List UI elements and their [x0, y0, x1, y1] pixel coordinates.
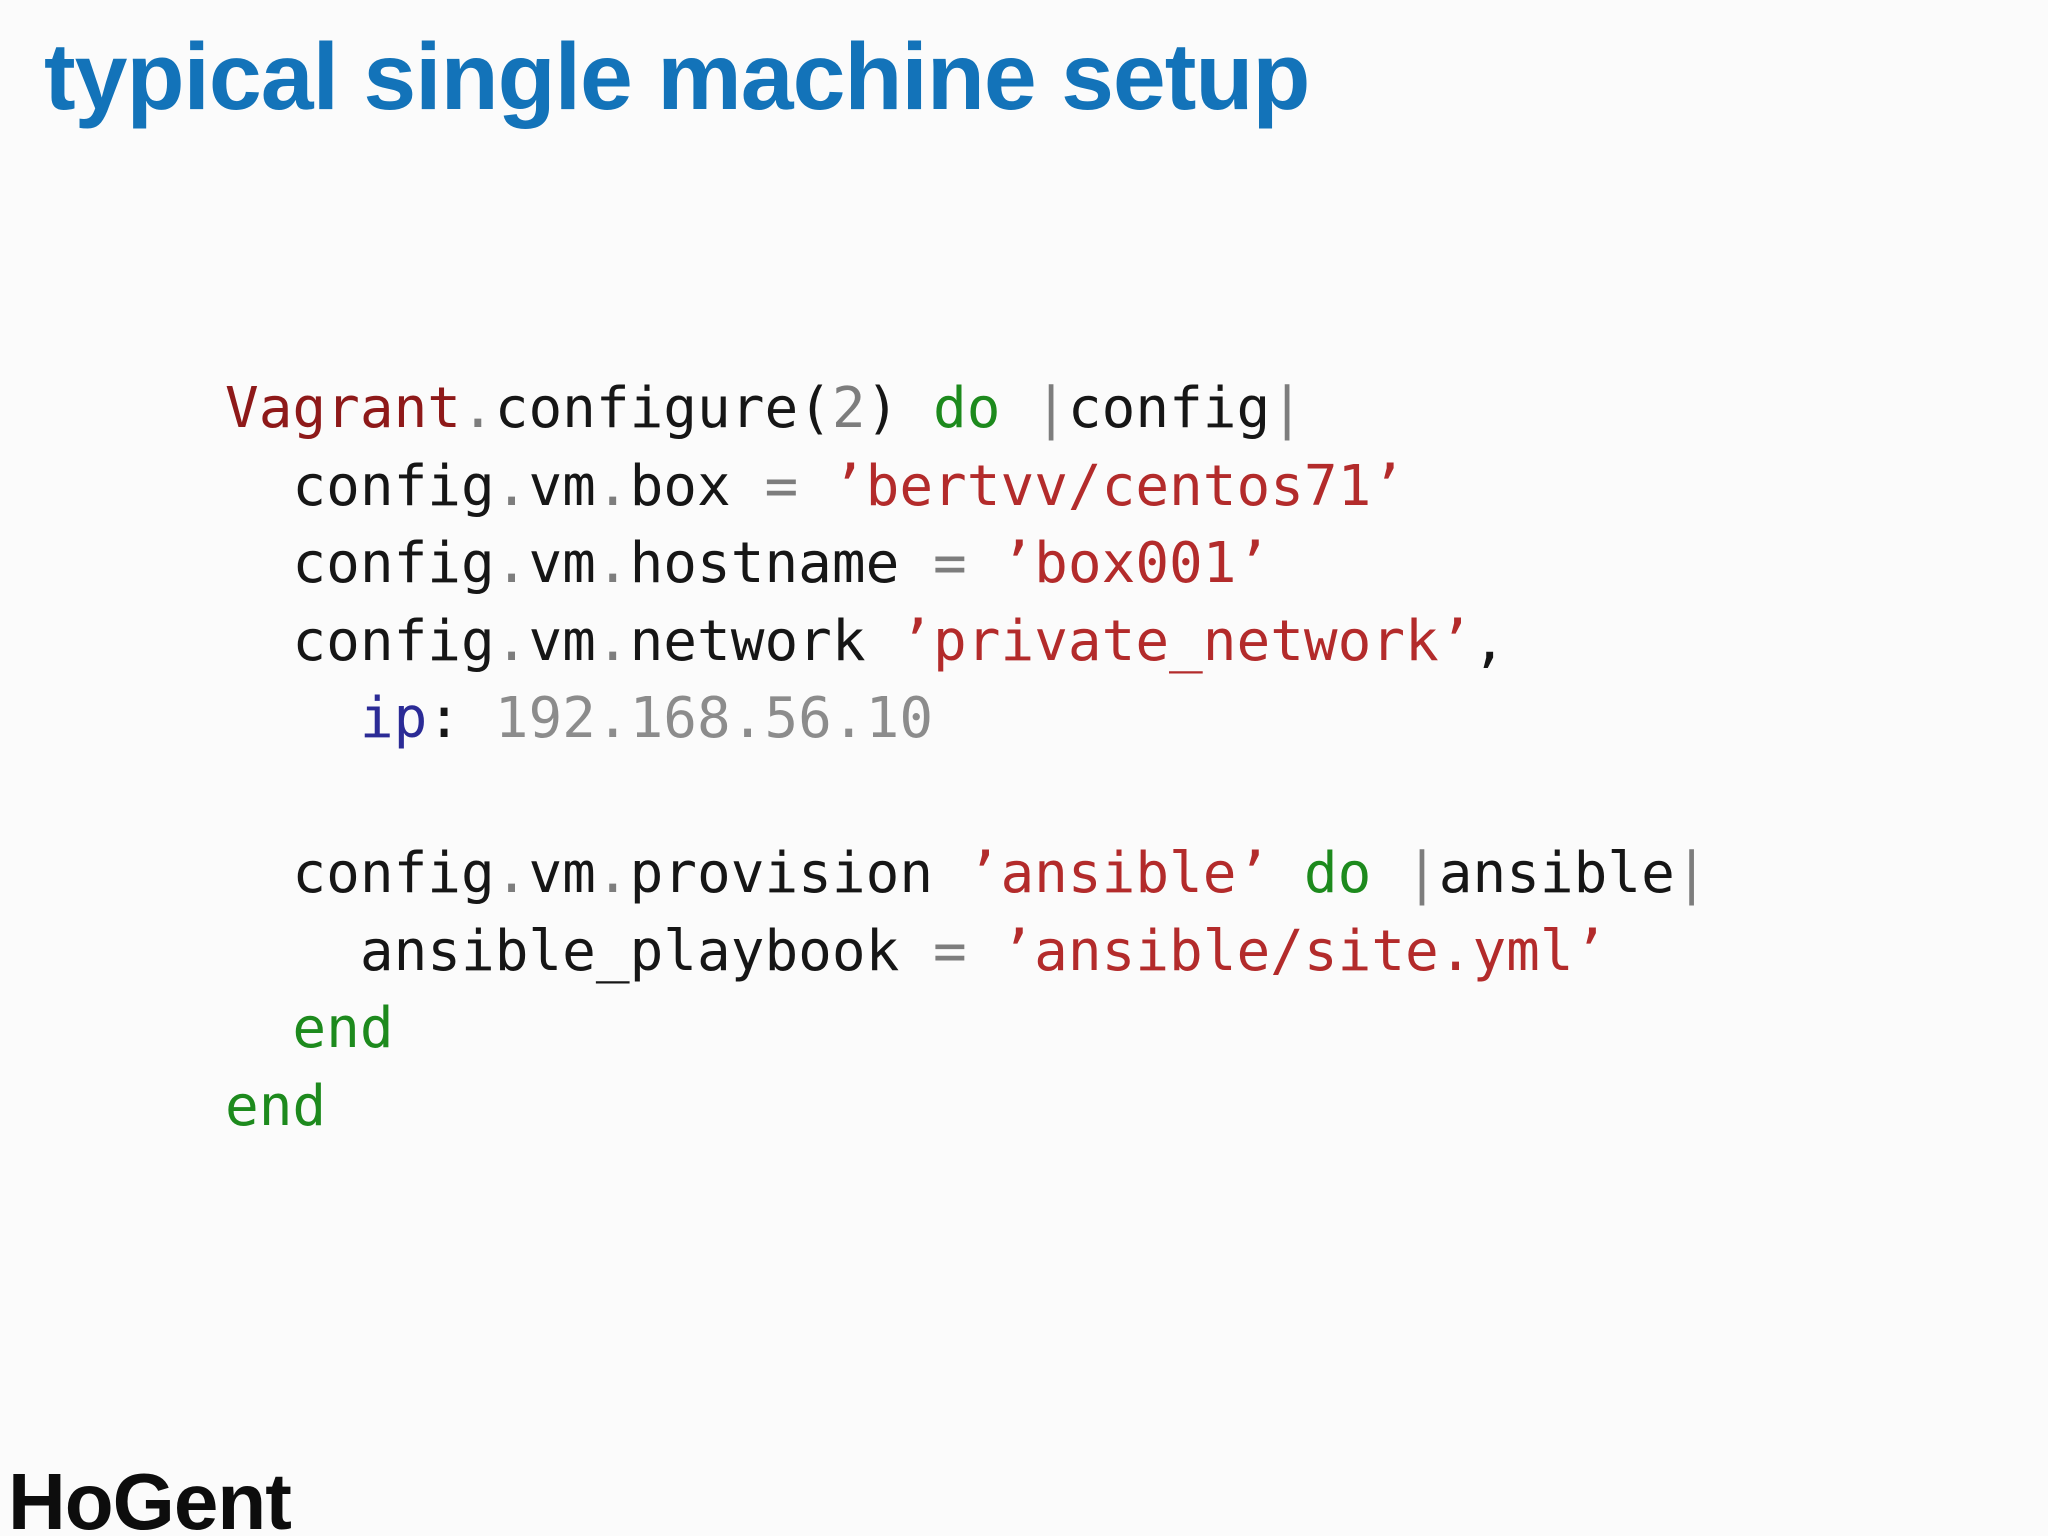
hogent-logo: HoGent	[8, 1457, 292, 1536]
code-line: config.vm.network ’private_network’,	[225, 608, 1507, 674]
code-line: Vagrant.configure(2) do |config|	[225, 376, 1304, 441]
code-line: end	[225, 1073, 327, 1139]
code-line	[225, 758, 1709, 836]
code-line: end	[225, 996, 394, 1061]
code-line: config.vm.provision ’ansible’ do |ansibl…	[225, 841, 1709, 906]
code-line: config.vm.hostname = ’box001’	[225, 531, 1271, 596]
code-line: config.vm.box = ’bertvv/centos71’	[225, 453, 1406, 519]
code-line: ip: 192.168.56.10	[359, 686, 934, 751]
code-block: Vagrant.configure(2) do |config| config.…	[225, 370, 1709, 1145]
slide-title: typical single machine setup	[44, 24, 1310, 130]
code-line: ansible_playbook = ’ansible/site.yml’	[225, 918, 1608, 984]
